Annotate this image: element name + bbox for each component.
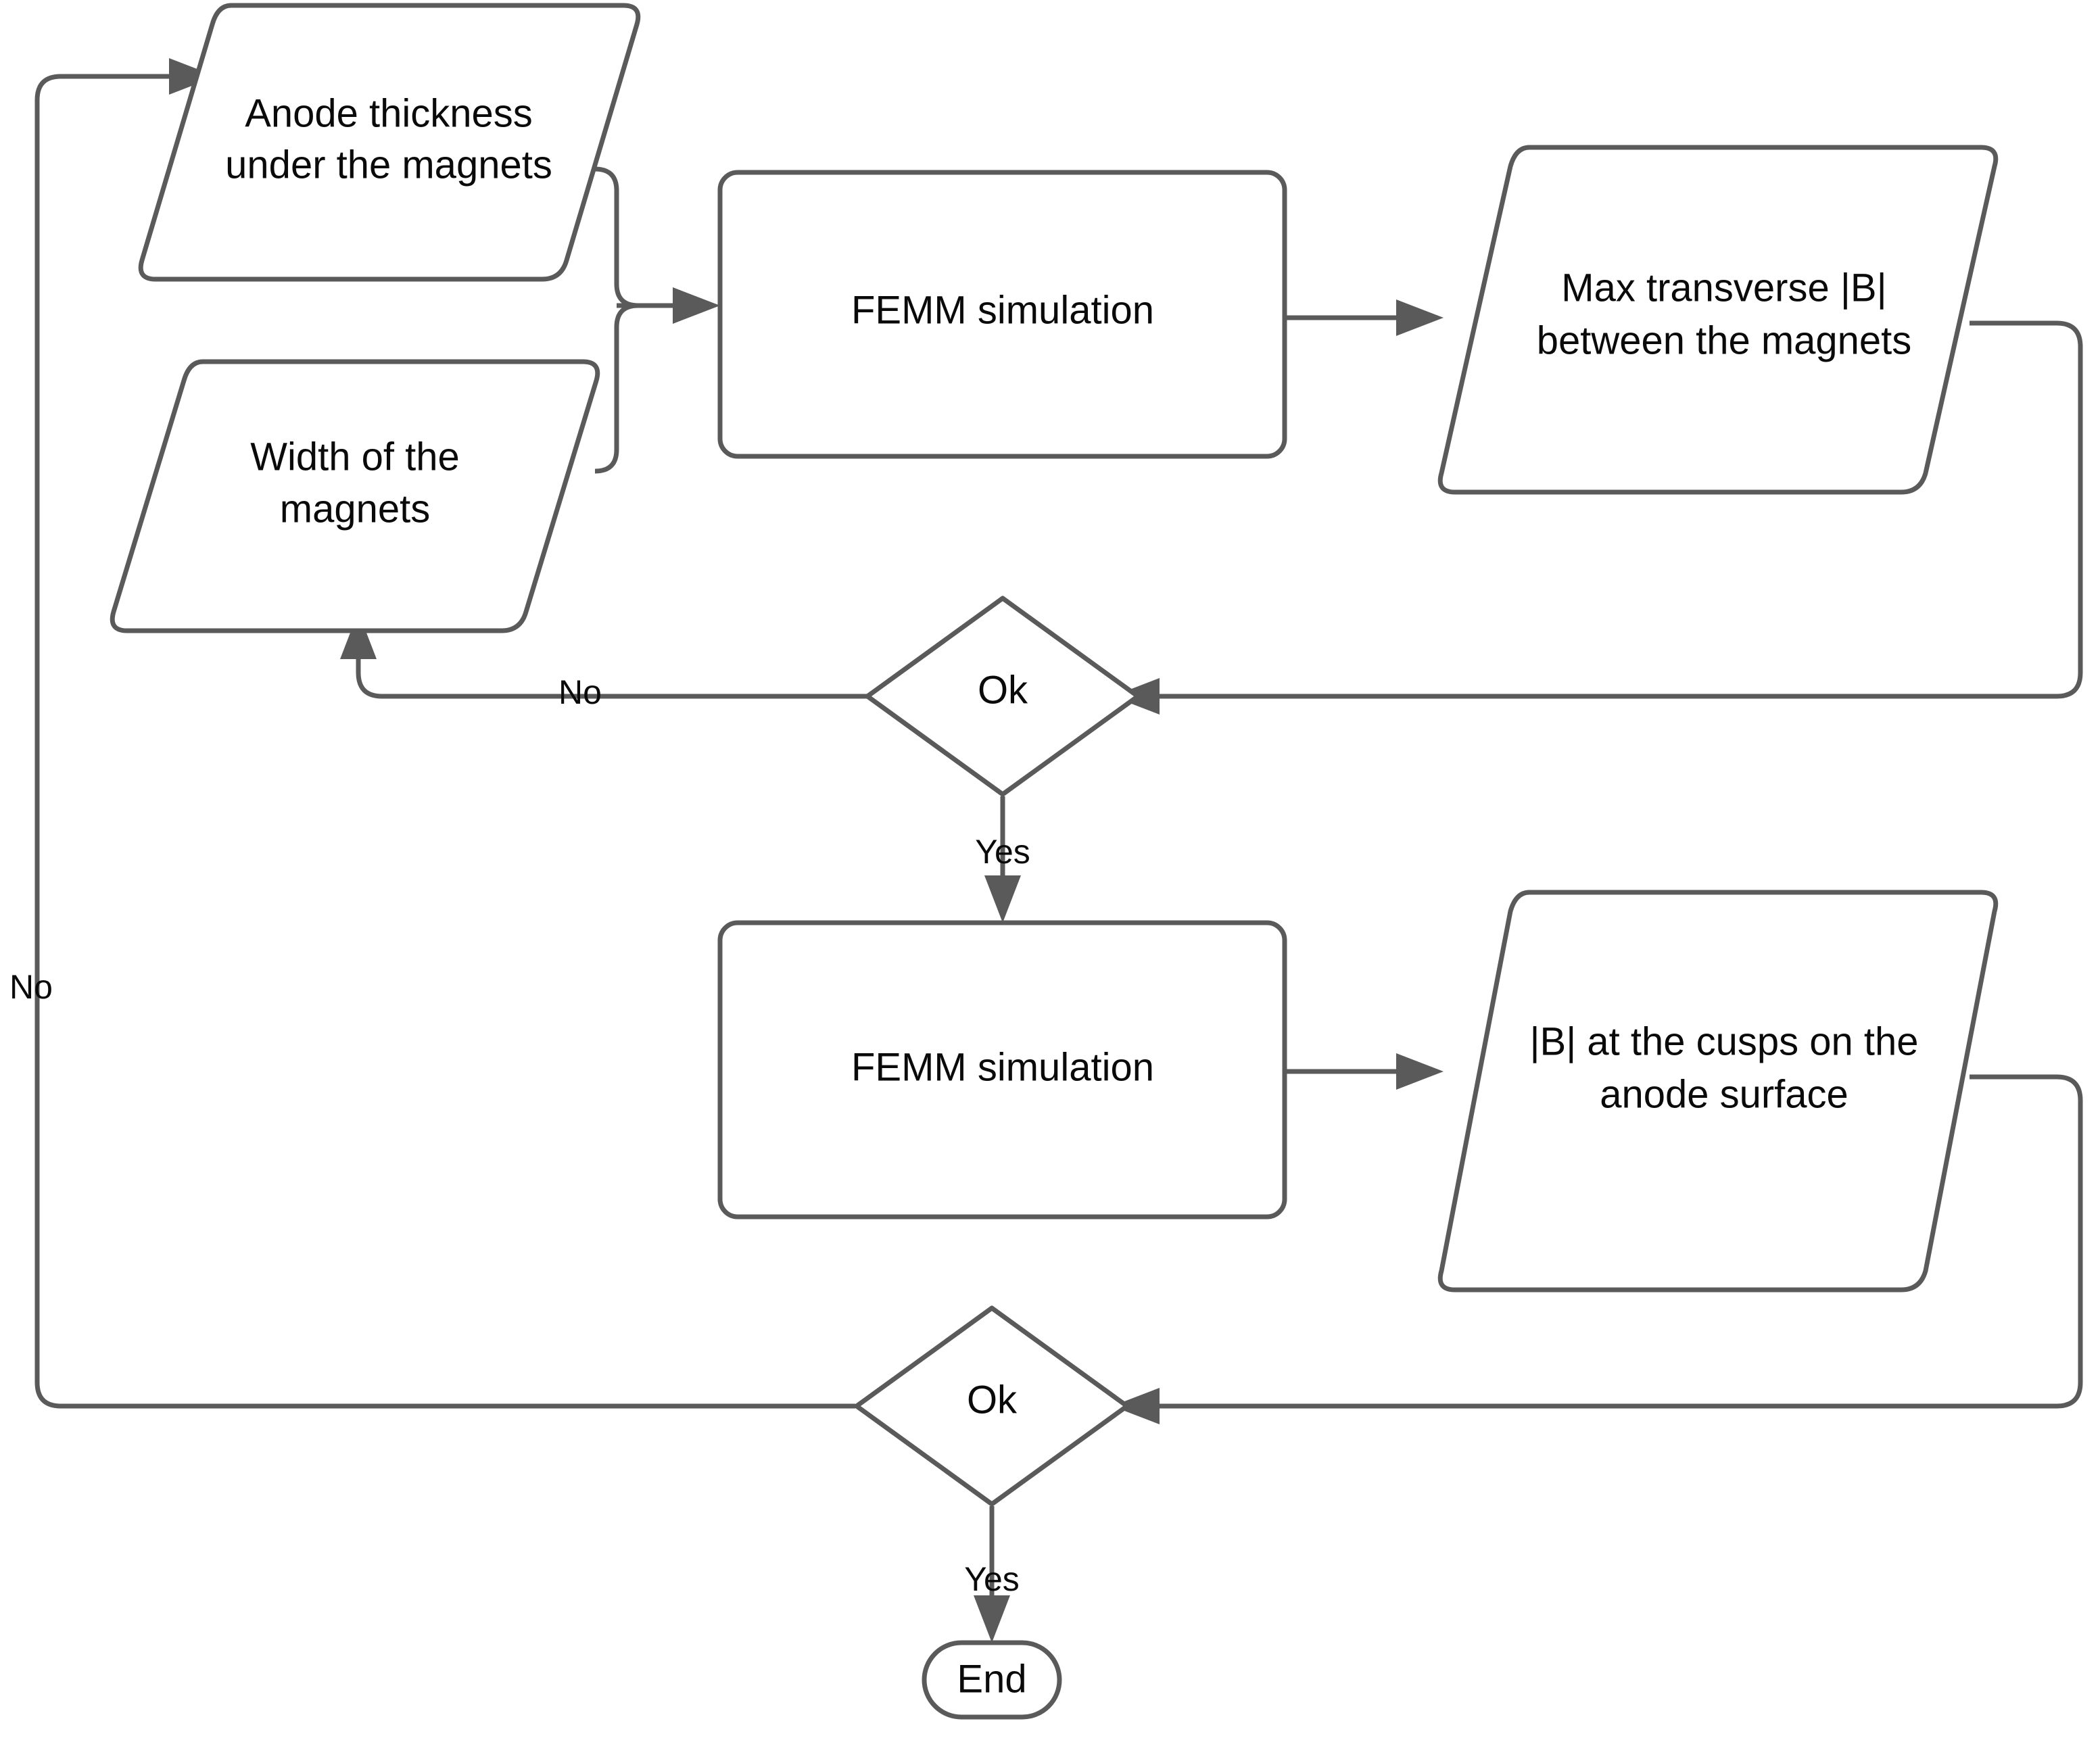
anode-thickness-label-line2: under the magnets	[225, 143, 552, 187]
node-anode-thickness[interactable]: Anode thickness under the magnets	[138, 3, 641, 282]
edge-decision1-no-to-magnetwidth	[356, 659, 867, 699]
magnet-width-label-line2: magnets	[280, 487, 430, 531]
end-label: End	[957, 1657, 1026, 1701]
femm-simulation-1-label: FEMM simulation	[851, 288, 1154, 332]
edge-maxb-to-decision1	[1156, 320, 2083, 699]
edge-label-decision1-no: No	[558, 673, 602, 711]
node-b-at-cusps[interactable]: |B| at the cusps on the anode surface	[1437, 890, 1999, 1293]
node-femm-simulation-1[interactable]: FEMM simulation	[717, 170, 1287, 459]
arrow-head-bcusps-input	[1396, 1053, 1443, 1090]
edge-anode-to-merge	[594, 166, 639, 308]
b-at-cusps-label-line2: anode surface	[1600, 1072, 1848, 1116]
arrow-head-end-input	[974, 1595, 1010, 1643]
femm-simulation-1-rect	[717, 170, 1287, 459]
node-max-transverse-b[interactable]: Max transverse |B| between the magnets	[1437, 145, 1999, 495]
node-magnet-width[interactable]: Width of the magnets	[110, 359, 600, 633]
node-femm-simulation-2[interactable]: FEMM simulation	[717, 920, 1287, 1220]
decision-ok-2-label: Ok	[967, 1378, 1018, 1422]
edge-label-decision1-yes: Yes	[975, 833, 1030, 871]
end-stadium	[922, 1640, 1062, 1720]
b-at-cusps-parallelogram	[1437, 890, 1999, 1293]
arrow-head-magnetwidth-input	[340, 612, 377, 659]
max-transverse-b-parallelogram	[1437, 145, 1999, 495]
magnet-width-label-line1: Width of the	[250, 435, 459, 479]
arrow-head-femm1-input	[673, 287, 720, 324]
magnet-width-parallelogram	[110, 359, 600, 633]
b-at-cusps-label-line1: |B| at the cusps on the	[1529, 1019, 1918, 1063]
edge-magnetwidth-to-merge	[594, 303, 639, 474]
node-decision-ok-1[interactable]: Ok	[865, 596, 1141, 797]
node-decision-ok-2[interactable]: Ok	[854, 1305, 1130, 1507]
arrow-head-decision2-input	[1112, 1388, 1160, 1424]
anode-thickness-label-line1: Anode thickness	[245, 91, 533, 135]
arrow-head-femm2-input	[984, 875, 1021, 923]
max-transverse-b-label-line1: Max transverse |B|	[1561, 266, 1886, 310]
max-transverse-b-label-line2: between the magnets	[1537, 318, 1912, 362]
anode-thickness-parallelogram	[138, 3, 641, 282]
edge-bcusps-to-decision2	[1156, 1074, 2083, 1409]
arrow-head-maxb-input	[1396, 299, 1443, 336]
edge-decision2-no-to-anode	[34, 74, 855, 1409]
decision-ok-2-diamond	[854, 1305, 1130, 1507]
node-end[interactable]: End	[922, 1640, 1062, 1720]
decision-ok-1-diamond	[865, 596, 1141, 797]
femm-simulation-2-label: FEMM simulation	[851, 1045, 1154, 1089]
arrow-head-anode-input	[169, 58, 216, 95]
edge-label-decision2-no: No	[9, 968, 53, 1006]
femm-simulation-2-rect	[717, 920, 1287, 1220]
edge-label-decision2-yes: Yes	[964, 1560, 1020, 1598]
decision-ok-1-label: Ok	[978, 668, 1028, 712]
